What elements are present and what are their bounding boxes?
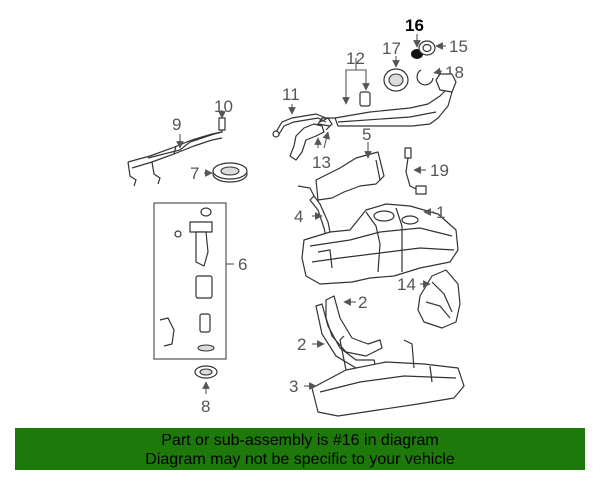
part-1-fuel-tank[interactable]: [301, 203, 459, 285]
part-7-lock-ring[interactable]: [204, 162, 248, 183]
part-8-gasket[interactable]: [194, 365, 218, 394]
part-6-fuel-pump-assembly[interactable]: [153, 202, 234, 360]
banner-line-1: Part or sub-assembly is #16 in diagram: [161, 432, 439, 449]
callout-17: 17: [382, 39, 401, 58]
callout-16: 16: [405, 16, 424, 35]
callout-6: 6: [238, 255, 247, 274]
callout-2a: 2: [358, 293, 367, 312]
part-2-straps[interactable]: [312, 295, 383, 369]
callout-1: 1: [436, 203, 445, 222]
callout-13: 13: [312, 153, 331, 172]
part-9-fuel-lines[interactable]: [127, 131, 223, 187]
part-14-bracket[interactable]: [417, 269, 461, 329]
part-12-filler-pipe[interactable]: [316, 58, 457, 127]
part-18-clamp[interactable]: [416, 67, 443, 86]
part-11-vent-hose[interactable]: [272, 104, 327, 138]
callout-2b: 2: [297, 335, 306, 354]
notice-banner: Part or sub-assembly is #16 in diagram D…: [15, 428, 585, 470]
callout-7: 7: [190, 164, 199, 183]
callout-5: 5: [362, 125, 371, 144]
part-3-skid-plate[interactable]: [304, 335, 465, 417]
callout-19: 19: [430, 161, 449, 180]
part-13-hose[interactable]: [289, 117, 333, 161]
banner-line-2: Diagram may not be specific to your vehi…: [145, 451, 455, 468]
part-5-heat-shield[interactable]: [297, 142, 385, 201]
part-15-fuel-cap[interactable]: [418, 40, 446, 56]
parts-diagram: 16 15 17 1 8 12 11: [127, 16, 468, 417]
part-19-sender[interactable]: [404, 147, 427, 195]
callout-12: 12: [346, 49, 365, 68]
callout-9: 9: [172, 115, 181, 134]
callout-14: 14: [397, 275, 416, 294]
callout-15: 15: [449, 37, 468, 56]
callout-4: 4: [294, 207, 303, 226]
callout-11: 11: [282, 85, 300, 104]
part-17-grommet[interactable]: [383, 56, 409, 92]
callout-8: 8: [201, 397, 210, 416]
callout-3: 3: [289, 377, 298, 396]
callout-10: 10: [214, 97, 233, 116]
